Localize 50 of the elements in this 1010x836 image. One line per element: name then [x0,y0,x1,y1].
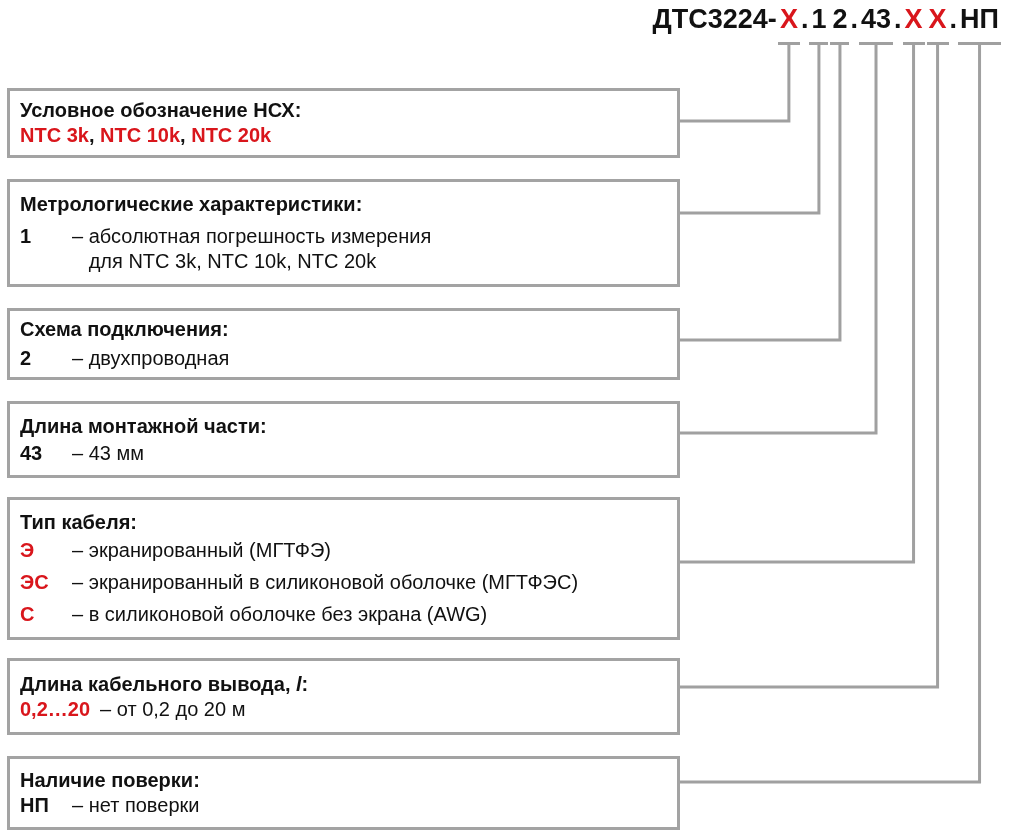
option-box [7,756,680,830]
option-box [7,658,680,735]
option-box [7,88,680,158]
option-heading: Метрологические характеристики: [20,192,363,217]
option-code: 43 [20,441,43,464]
option-code: ЭС [20,571,49,593]
option-code: НП [20,794,49,816]
option-heading: Условное обозначение НСХ: [20,98,302,123]
leader-line [680,45,878,435]
code-segment: Х [777,4,800,45]
option-box [7,179,680,287]
code-segment: 2 [830,4,850,45]
code-segment: Х [902,4,925,45]
leader-line [680,45,791,123]
code-separator: . [894,4,902,35]
leader-line [680,45,821,215]
option-code: 2 [20,347,32,369]
option-description: – от 0,2 до 20 м [100,696,246,722]
code-segment: НП [958,4,1001,45]
option-heading: Наличие поверки: [20,768,200,793]
code-separator: . [850,4,858,35]
code-separator: . [949,4,958,35]
option-box [7,308,680,380]
code-separator: . [800,4,809,35]
option-description: – 43 мм [72,440,144,466]
option-description: – двухпроводная [72,346,230,371]
option-description: – экранированный в силиконовой оболочке (МГТФЭС) [72,570,579,595]
code-segment: 43 [859,4,894,45]
option-code: 1 [20,225,32,247]
code-prefix: ДТС3224- [652,4,777,35]
code-segment: Х [926,4,949,45]
leader-line [680,45,916,564]
code-segment: 1 [809,4,829,45]
option-heading: Схема подключения: [20,317,229,342]
option-code: 0,2…20 [20,697,91,720]
option-heading: Длина монтажной части: [20,413,267,439]
option-code: С [20,603,35,625]
option-description: – экранированный (МГТФЭ) [72,538,331,563]
option-box [7,497,680,640]
leader-line [680,45,842,342]
option-box [7,401,680,478]
leader-line [680,45,940,689]
option-heading: Тип кабеля: [20,510,138,535]
option-heading: Длина кабельного вывода, l: [20,671,309,697]
option-code: NTC 3k, NTC 10k, NTC 20k [20,124,272,146]
leader-line [680,45,982,784]
option-code: Э [20,539,35,561]
option-description: – в силиконовой оболочке без экрана (AWG) [72,602,488,627]
option-description: – абсолютная погрешность измерения для NTC 3k, NTC 10k, NTC 20k [72,224,433,274]
option-description: – нет поверки [72,793,200,818]
